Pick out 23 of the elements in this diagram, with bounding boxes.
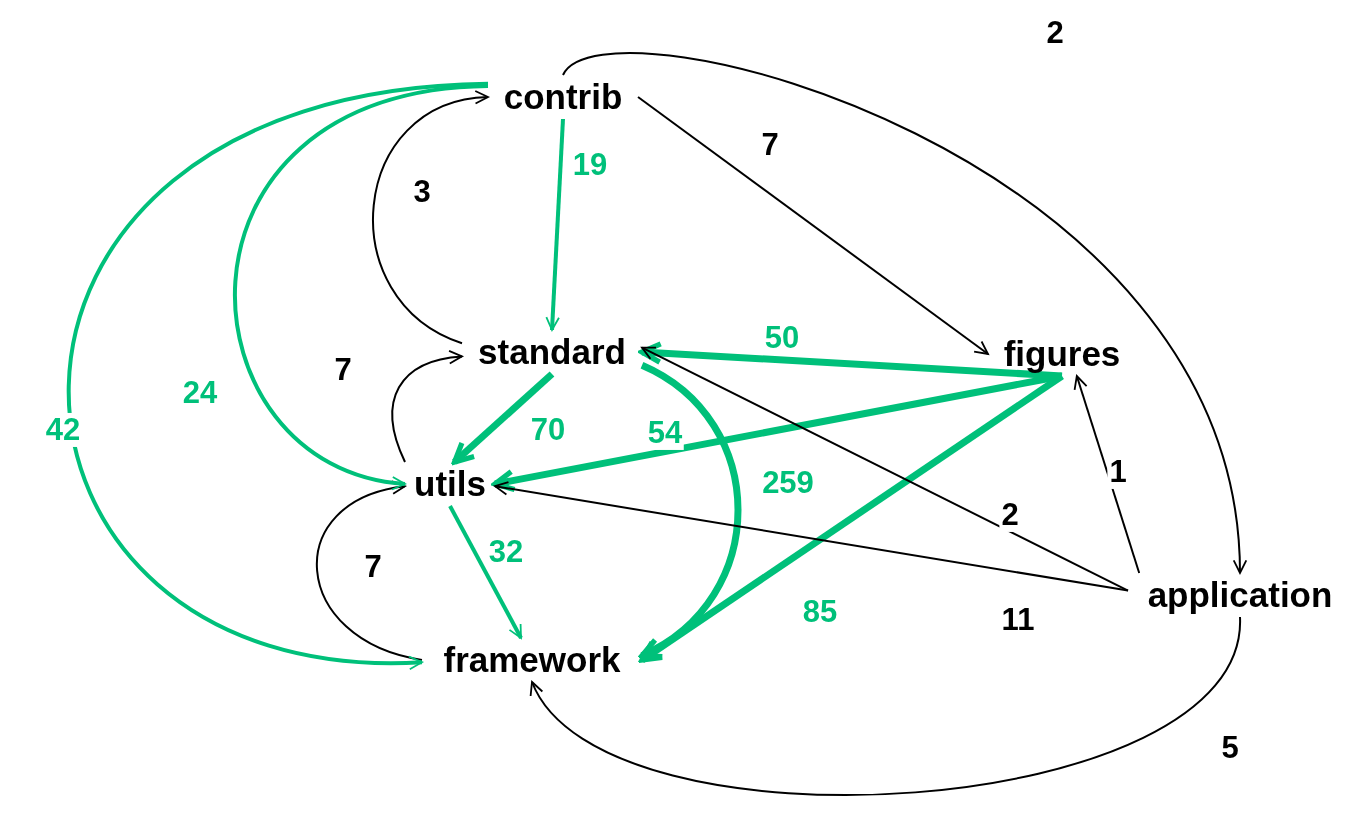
node-label: framework xyxy=(422,638,642,682)
arrow xyxy=(494,481,1129,592)
arrow xyxy=(1073,375,1141,574)
arrow xyxy=(492,372,1063,493)
arrow xyxy=(67,81,489,669)
arrow xyxy=(233,84,489,489)
arrow xyxy=(531,616,1241,796)
arrow xyxy=(372,91,489,345)
node-label: standard xyxy=(462,330,642,374)
node-label: contrib xyxy=(488,75,638,119)
node-label: figures xyxy=(988,332,1136,376)
arrow xyxy=(448,505,523,639)
arrow xyxy=(639,373,1064,663)
arrow xyxy=(545,118,565,331)
node-label: application xyxy=(1128,573,1352,617)
arrow xyxy=(641,346,1129,592)
arrow xyxy=(391,350,463,463)
arrow xyxy=(451,371,555,465)
node-label: utils xyxy=(405,462,495,506)
arrow xyxy=(637,96,989,355)
arrow xyxy=(639,362,742,659)
arrow xyxy=(639,341,1063,380)
arrow xyxy=(562,52,1246,574)
